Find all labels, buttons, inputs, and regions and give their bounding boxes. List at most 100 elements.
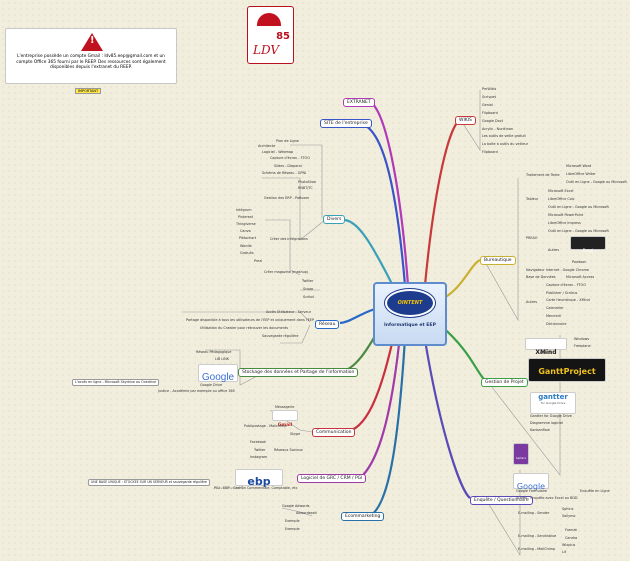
ecom-item: Adwordsexit bbox=[296, 511, 317, 515]
ebp-logo-text: ebp bbox=[247, 475, 271, 488]
logo-number: 85 bbox=[276, 31, 290, 42]
ldv85-logo: 85 LDV bbox=[247, 6, 294, 64]
enquete-item: Candra bbox=[565, 536, 578, 540]
ebp-logo: ebp bbox=[235, 469, 283, 488]
stockage-note: L'accès en ligne - Microsoft Skydrive ou… bbox=[72, 379, 160, 386]
bur-category: Base de Données bbox=[526, 275, 556, 279]
divers-item: RNBT/TC bbox=[298, 186, 313, 190]
wiki-item: Les outils de veille gratuit bbox=[482, 134, 526, 138]
divers-item: Logiciel - Webmap bbox=[262, 150, 294, 154]
comm-item: Publipostage - Mailchimp bbox=[244, 424, 287, 428]
reseau-item: Accès Utilisateur - Serveur bbox=[266, 310, 312, 314]
bur-category: Tableur bbox=[526, 197, 539, 201]
stockage-item: Réseau Pédagogique bbox=[196, 350, 232, 354]
note-text: L'entreprise possède un compte Gmail : l… bbox=[16, 54, 166, 70]
wiki-item: Genial bbox=[482, 103, 493, 107]
branch-gestion[interactable]: Gestion de Projet bbox=[481, 378, 528, 387]
bur-item: Microsoft PowerPoint bbox=[548, 213, 584, 217]
divers-item: Plan de Ligne bbox=[276, 139, 299, 143]
reseau-item: Partage disponible à tous les utilisateu… bbox=[186, 318, 314, 322]
gantter-logo-sub: for Google Drive bbox=[540, 401, 566, 405]
bur-item: Microsoft Access bbox=[566, 275, 595, 279]
branch-wikis[interactable]: WIKIS bbox=[455, 116, 476, 125]
link-wikis bbox=[423, 119, 461, 286]
bur-item: LibreOffice Calc bbox=[548, 197, 575, 201]
divers-item: PhotoShoe bbox=[298, 180, 317, 184]
bur-item: Carte Heuristique - XMind bbox=[546, 298, 590, 302]
link-ecommerce bbox=[369, 337, 407, 517]
integration-item: Thingiverse bbox=[236, 222, 256, 226]
stockage-item: LIB LINK bbox=[215, 357, 229, 361]
logo-wing-icon bbox=[257, 13, 281, 26]
divers-item: Gestion des ERP - Pattoom bbox=[264, 196, 310, 200]
comm-item: Skype bbox=[290, 432, 301, 436]
integration-item: Wordle bbox=[240, 244, 252, 248]
gestion-label: GANTT bbox=[540, 351, 552, 355]
ganttproject-logo: GanttProject bbox=[528, 358, 606, 382]
enquete-item: E-mailing - Sender bbox=[518, 511, 550, 515]
gestion-item: Kanbanflow bbox=[530, 428, 550, 432]
sphinx-logo-text: Sphinx bbox=[515, 456, 527, 460]
google-logo-text: Google bbox=[201, 372, 235, 383]
branch-stockage[interactable]: Stockage des données et Partage de l'inf… bbox=[238, 368, 359, 377]
enquete-item: Google Formulaire bbox=[516, 489, 548, 493]
bur-category: Traitement de Texte bbox=[526, 173, 560, 177]
central-topic[interactable]: OINTENT Informatique et EEP bbox=[373, 282, 447, 346]
bur-autres: Autres bbox=[548, 248, 559, 252]
important-badge: IMPORTANT bbox=[75, 88, 102, 94]
bur-category: PREAO bbox=[526, 236, 538, 240]
comm-item: Facebook bbox=[250, 440, 266, 444]
bur-item: Mercredi bbox=[546, 314, 561, 318]
bur-item: Capture d'écran - FTOO bbox=[546, 283, 586, 287]
bur-item: LibreOffice Writer bbox=[566, 172, 596, 176]
integration-item: Prezi bbox=[254, 259, 263, 263]
prezi-logo-text: Prezi bbox=[582, 249, 594, 254]
bur-item: Microsoft Excel bbox=[548, 189, 574, 193]
logiciel-item: PGI - EBP - Gestion Commerciale, Comptab… bbox=[214, 486, 298, 490]
divers-item: Architecte bbox=[258, 144, 276, 148]
integration-item: Canva bbox=[240, 229, 251, 233]
gestion-item: Windows bbox=[574, 337, 590, 341]
enquete-item: Wixplus bbox=[562, 543, 576, 547]
xmind-logo-text: XMind bbox=[535, 349, 557, 356]
comm-item: Instagram bbox=[250, 455, 268, 459]
branch-enquete[interactable]: Enquête / Questionnaire bbox=[470, 496, 533, 505]
wiki-item: Acrylic - Nunitinan bbox=[482, 127, 514, 131]
gestion-item: Diagramme logiciel bbox=[530, 421, 563, 425]
branch-communication[interactable]: Communication bbox=[312, 428, 356, 437]
wiki-item: Flipboard bbox=[482, 111, 498, 115]
gantter-logo-text: gantter bbox=[538, 393, 568, 401]
branch-extranet[interactable]: EXTRANET bbox=[343, 98, 375, 107]
branch-ecommerce[interactable]: Ecommarketing bbox=[341, 512, 385, 521]
branch-logiciel[interactable]: Logiciel de GRC / CRM / PGI bbox=[297, 474, 367, 483]
ointent-logo: OINTENT bbox=[385, 289, 435, 317]
enquete-item: Lit bbox=[562, 550, 567, 554]
wiki-item: Flipboard bbox=[482, 150, 498, 154]
branch-site[interactable]: SITE de l'entreprise bbox=[320, 119, 372, 128]
wiki-item: Google Doct bbox=[482, 119, 503, 123]
branch-divers[interactable]: Divers bbox=[323, 215, 346, 224]
ecom-item: Exemple bbox=[285, 527, 300, 531]
exclamation-icon: ! bbox=[90, 35, 95, 46]
google-forms-logo-text: Google bbox=[516, 482, 546, 491]
divers-scoop: Scoop bbox=[303, 287, 314, 291]
warning-icon bbox=[81, 33, 103, 51]
enquete-item: E-mailing - Sendinblue bbox=[518, 534, 557, 538]
integration-item: Pinterest bbox=[238, 215, 253, 219]
branch-reseau[interactable]: Réseau bbox=[315, 320, 340, 329]
comm-item: Messagerie bbox=[275, 405, 295, 409]
branch-bureautique[interactable]: Bureautique bbox=[480, 256, 516, 265]
important-note: ! L'entreprise possède un compte Gmail :… bbox=[5, 28, 177, 84]
reseau-item: Sauvegarde régulière bbox=[262, 334, 299, 338]
gmail-logo: Gmail bbox=[272, 410, 298, 428]
gantter-logo: gantter for Google Drive bbox=[530, 392, 576, 414]
divers-magazine: Créer magazine (mashup) bbox=[264, 270, 309, 274]
integration-item: Piktochart bbox=[239, 236, 257, 240]
google-forms-logo: Google bbox=[513, 473, 549, 491]
gestion-item: Freeplane bbox=[574, 344, 591, 348]
divers-item: Slides - Diaporai bbox=[274, 164, 302, 168]
ganttproject-logo-text: GanttProject bbox=[538, 367, 596, 376]
link-site bbox=[361, 122, 407, 286]
logo-text: LDV bbox=[253, 43, 280, 57]
enquete-item: Autres - Enquête avec Excel ou BDD bbox=[516, 496, 578, 500]
